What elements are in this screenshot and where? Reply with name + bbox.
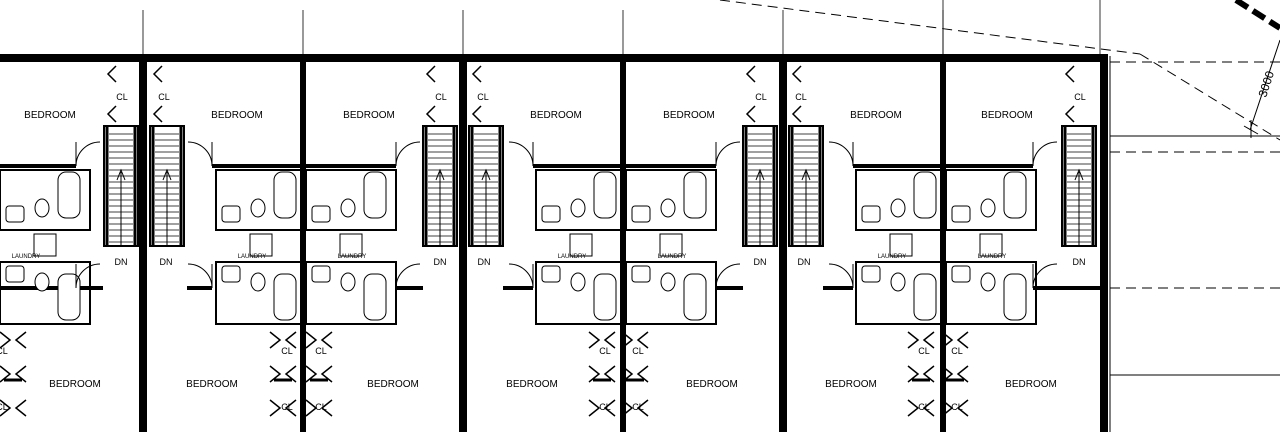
closet-label: CL — [281, 346, 293, 356]
closet-label: CL — [599, 402, 611, 412]
closet-label: CL — [918, 346, 930, 356]
closet-label: CL — [632, 346, 644, 356]
door-swing — [187, 141, 213, 167]
closet-label: CL — [477, 92, 489, 102]
bedroom-label: BEDROOM — [506, 379, 558, 390]
bedroom-label: BEDROOM — [981, 110, 1033, 121]
door-swing — [828, 141, 854, 167]
closet-label: CL — [0, 402, 8, 412]
laundry-label: LAUNDRY — [978, 254, 1007, 260]
closet-label: CL — [951, 346, 963, 356]
door-swing — [828, 263, 854, 289]
bedroom-label: BEDROOM — [850, 110, 902, 121]
closet-label: CL — [599, 346, 611, 356]
bedroom-label: BEDROOM — [211, 110, 263, 121]
closet-label: CL — [315, 402, 327, 412]
laundry-label: LAUNDRY — [558, 254, 587, 260]
door-swing — [715, 141, 741, 167]
closet-label: CL — [281, 402, 293, 412]
bathroom — [305, 169, 397, 325]
bathroom — [945, 169, 1037, 325]
door-swing — [75, 141, 101, 167]
room-labels: BEDROOM BEDROOM BEDROOM BEDROOM BEDROOM BEDRO… — [0, 92, 1086, 412]
closet-door — [621, 331, 649, 417]
door-swing — [395, 141, 421, 167]
closet-door — [106, 65, 117, 123]
closet-door — [0, 331, 27, 417]
stair-down-label: DN — [478, 257, 491, 267]
bedroom-label: BEDROOM — [686, 379, 738, 390]
laundry-label: LAUNDRY — [658, 254, 687, 260]
bedroom-label: BEDROOM — [24, 110, 76, 121]
closet-label: CL — [918, 402, 930, 412]
closet-label: CL — [1074, 92, 1086, 102]
stair — [468, 125, 504, 247]
closet-door — [907, 331, 935, 417]
closet-door — [305, 331, 333, 417]
bathroom — [0, 169, 91, 325]
closet-door — [152, 65, 163, 123]
bathroom — [215, 169, 307, 325]
stair-down-label: DN — [434, 257, 447, 267]
closet-label: CL — [795, 92, 807, 102]
closet-door — [425, 65, 436, 123]
closet-label: CL — [951, 402, 963, 412]
closet-label: CL — [158, 92, 170, 102]
closet-label: CL — [755, 92, 767, 102]
bedroom-label: BEDROOM — [663, 110, 715, 121]
closet-label: CL — [315, 346, 327, 356]
door-swing — [75, 263, 101, 289]
closet-door — [941, 331, 969, 417]
laundry-label: LAUNDRY — [338, 254, 367, 260]
door-swing — [715, 263, 741, 289]
door-swing — [1032, 263, 1058, 289]
door-swing — [508, 263, 534, 289]
door-swing — [395, 263, 421, 289]
bedroom-label: BEDROOM — [530, 110, 582, 121]
stair — [742, 125, 778, 247]
bathroom — [625, 169, 717, 325]
stair — [422, 125, 458, 247]
bedroom-label: BEDROOM — [186, 379, 238, 390]
bedroom-label: BEDROOM — [1005, 379, 1057, 390]
closets — [0, 65, 1075, 417]
door-swing — [1032, 141, 1058, 167]
bathroom — [535, 169, 627, 325]
stair-down-label: DN — [1073, 257, 1086, 267]
bedroom-label: BEDROOM — [367, 379, 419, 390]
closet-label: CL — [632, 402, 644, 412]
closet-door — [791, 65, 802, 123]
door-swing — [187, 263, 213, 289]
fixtures — [0, 141, 1058, 325]
closet-door — [745, 65, 756, 123]
bedroom-label: BEDROOM — [343, 110, 395, 121]
stair — [103, 125, 139, 247]
dimension-label: 3000 — [1256, 69, 1278, 99]
closet-door — [471, 65, 482, 123]
closet-label: CL — [116, 92, 128, 102]
stair-down-label: DN — [754, 257, 767, 267]
bedroom-label: BEDROOM — [49, 379, 101, 390]
stair-down-label: DN — [160, 257, 173, 267]
stair-down-label: DN — [798, 257, 811, 267]
closet-door — [269, 331, 297, 417]
laundry-label: LAUNDRY — [12, 254, 41, 260]
laundry-label: LAUNDRY — [238, 254, 267, 260]
stairs — [103, 125, 1097, 247]
door-swing — [508, 141, 534, 167]
stair — [1061, 125, 1097, 247]
laundry-label: LAUNDRY — [878, 254, 907, 260]
bedroom-label: BEDROOM — [825, 379, 877, 390]
closet-door — [588, 331, 616, 417]
stair-down-label: DN — [115, 257, 128, 267]
stair — [149, 125, 185, 247]
stair — [788, 125, 824, 247]
closet-door — [1064, 65, 1075, 123]
closet-label: CL — [435, 92, 447, 102]
closet-label: CL — [0, 346, 8, 356]
bathroom — [855, 169, 947, 325]
